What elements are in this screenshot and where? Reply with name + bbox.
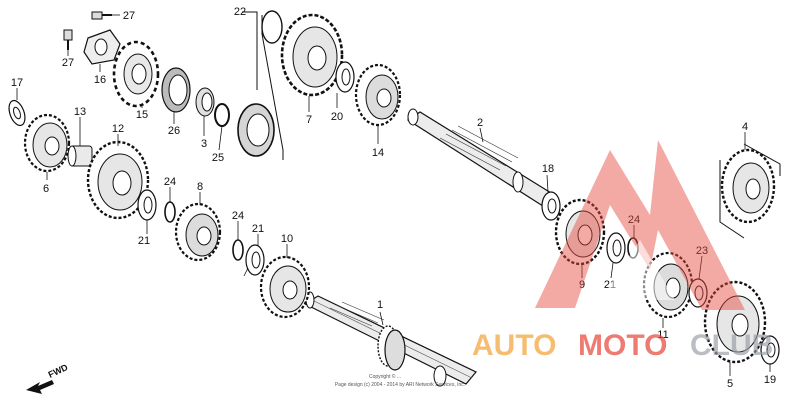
part-4-gear	[719, 143, 781, 239]
mainshaft-gear-teeth	[377, 325, 406, 371]
label-21-a: 21	[138, 235, 150, 247]
label-12: 12	[112, 123, 124, 135]
label-6: 6	[43, 183, 49, 195]
part-9-gear	[554, 198, 606, 266]
label-7: 7	[306, 114, 312, 126]
label-5: 5	[727, 378, 733, 390]
part-14-gear	[354, 63, 402, 127]
part-21-washer-c	[606, 232, 626, 264]
label-1: 1	[377, 299, 383, 311]
part-3-collar	[195, 87, 215, 117]
part-20-washer	[335, 61, 355, 93]
part-22-bearing	[237, 10, 284, 160]
label-26: 26	[168, 125, 180, 137]
watermark-tail: CLUB	[690, 329, 773, 362]
part-26-seal	[161, 67, 191, 113]
label-3: 3	[201, 138, 207, 150]
part-13-bushing	[67, 145, 93, 167]
label-24-a: 24	[164, 176, 176, 188]
part-5-gear	[703, 280, 767, 364]
label-25: 25	[212, 152, 224, 164]
label-19: 19	[764, 374, 776, 386]
part-8-gear	[174, 202, 222, 262]
label-2: 2	[477, 117, 483, 129]
part-12-gear	[86, 140, 150, 220]
countershaft-2	[406, 108, 557, 209]
part-16-plate	[83, 29, 121, 65]
label-27-b: 27	[123, 10, 135, 22]
part-7-gear	[280, 13, 344, 97]
label-11: 11	[657, 329, 668, 341]
label-15: 15	[136, 109, 148, 121]
part-24-circlip-a	[164, 201, 176, 223]
part-6-gear	[23, 113, 71, 173]
label-24-b: 24	[232, 210, 244, 222]
part-27-bolt-a	[63, 29, 73, 50]
label-10: 10	[281, 233, 293, 245]
watermark-moto: MOTO	[578, 329, 667, 362]
part-24-circlip-b	[232, 239, 244, 261]
part-19-washer	[760, 335, 780, 365]
copyright-line-1: Copyright © ...	[369, 373, 401, 380]
label-21-b: 21	[252, 223, 264, 235]
label-20: 20	[331, 111, 343, 123]
label-16: 16	[94, 74, 106, 86]
label-24-c: 24	[628, 214, 640, 226]
label-23: 23	[696, 245, 708, 257]
part-25-o-ring	[214, 103, 230, 127]
label-13: 13	[74, 106, 86, 118]
leader-lines	[16, 14, 771, 376]
part-17-washer	[8, 99, 26, 127]
label-4: 4	[742, 121, 748, 133]
label-18: 18	[542, 163, 554, 175]
fwd-arrow: FWD	[26, 362, 70, 394]
watermark-triangle-logo	[535, 140, 745, 310]
part-27-bolt-b	[91, 11, 112, 20]
label-9: 9	[579, 279, 585, 291]
part-18-washer	[541, 191, 561, 221]
fwd-label: FWD	[47, 362, 70, 380]
label-14: 14	[372, 147, 384, 159]
part-21-washer-b	[245, 244, 265, 276]
mainshaft-1	[303, 291, 477, 387]
part-10-gear	[259, 255, 311, 319]
automoto-watermark: AUTO MOTO CLUB	[472, 140, 773, 362]
part-23-washer	[688, 278, 708, 308]
label-8: 8	[197, 181, 203, 193]
part-15-sprocket	[112, 40, 160, 108]
label-17: 17	[11, 77, 23, 89]
copyright-notice: Copyright © ... Page design (c) 2004 - 2…	[335, 373, 465, 388]
watermark-auto: AUTO	[472, 329, 556, 362]
label-22: 22	[234, 6, 246, 18]
copyright-line-2: Page design (c) 2004 - 2014 by ARI Netwo…	[335, 382, 465, 388]
label-27-a: 27	[62, 57, 74, 69]
part-21-washer-a	[137, 189, 157, 221]
